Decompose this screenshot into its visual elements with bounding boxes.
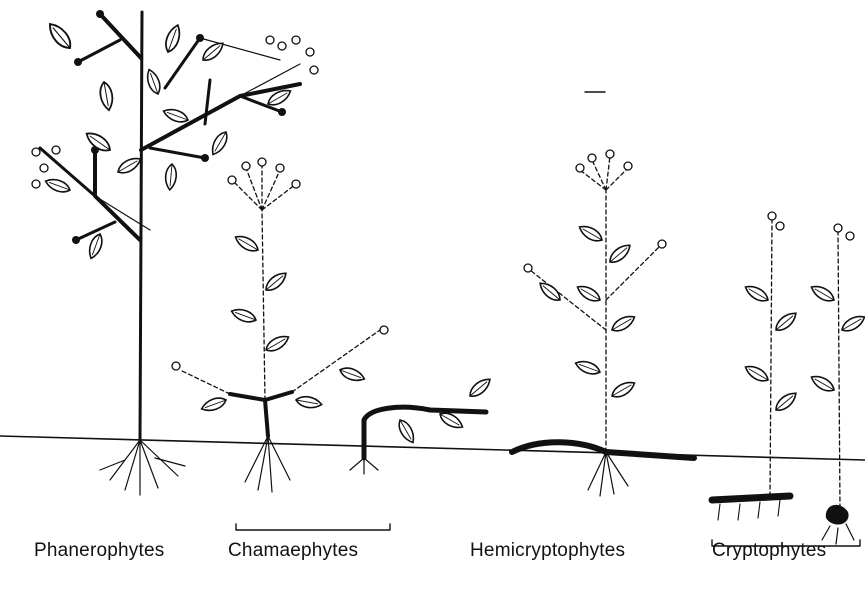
cryptophyte-bulb-plant [809, 224, 865, 544]
label-cryptophytes: Cryptophytes [712, 540, 826, 562]
creeping-chamaephyte [350, 375, 493, 474]
label-hemicryptophytes: Hemicryptophytes [470, 540, 625, 562]
phanerophyte-plant [32, 10, 318, 495]
ground-line [0, 436, 865, 460]
label-phanerophytes: Phanerophytes [34, 540, 164, 562]
chamaephytes-bracket [236, 524, 390, 530]
label-chamaephytes: Chamaephytes [228, 540, 358, 562]
hemicryptophyte-plant [512, 150, 694, 496]
cryptophyte-rhizome-plant [712, 212, 799, 520]
